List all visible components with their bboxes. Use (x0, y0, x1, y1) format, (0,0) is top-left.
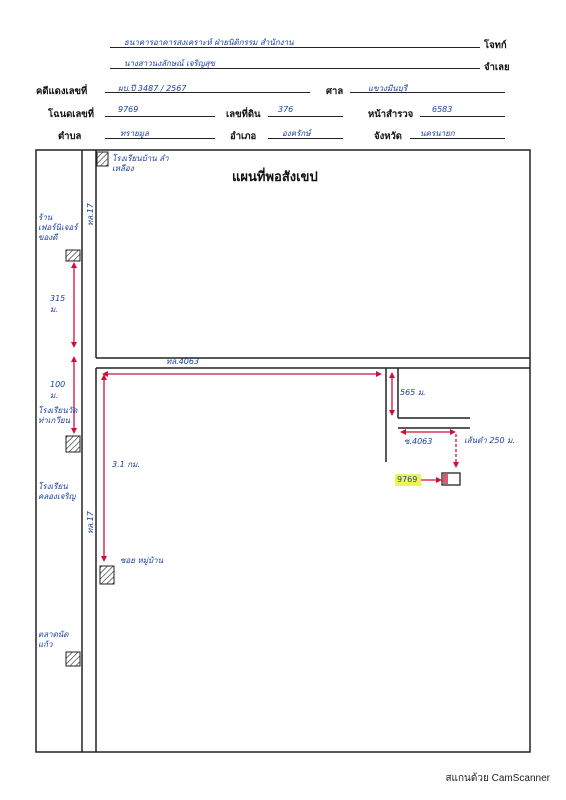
defendant-line (110, 68, 480, 69)
landno-label: เลขที่ดิน (226, 109, 261, 120)
province-label: จังหวัด (374, 131, 402, 142)
court-line (350, 92, 505, 93)
survey-value: 6583 (432, 105, 453, 114)
school2-label: โรงเรียนคลองเจริญ (38, 482, 76, 501)
landmark-school (96, 151, 109, 167)
landmark-shop (65, 249, 81, 262)
plaintiff-line (110, 47, 480, 48)
survey-label: หน้าสำรวจ (368, 109, 414, 120)
scanner-watermark: สแกนด้วย CamScanner (445, 773, 550, 784)
km-label: 3.1 กม. (112, 460, 140, 469)
market-label: ตลาดนัด แก้ว (38, 630, 69, 649)
landno-value: 376 (278, 105, 294, 114)
case-label: คดีแดงเลขที่ (36, 86, 88, 97)
case-value: ผบ.ปี 3487 / 2567 (118, 84, 187, 93)
court-label: ศาล (326, 86, 344, 97)
shop-label: ร้านเฟอร์นิเจอร์ ของดี (38, 213, 78, 242)
school-label: โรงเรียนบ้าน ลำเหลือง (112, 154, 169, 173)
distance-565-label: 565 ม. (400, 388, 426, 397)
defendant-value: นางสาวนงลักษณ์ เจริญสุข (124, 59, 215, 68)
survey-line (420, 116, 505, 117)
province-line (410, 138, 505, 139)
district-value: องครักษ์ (282, 129, 311, 138)
plot-label: 9769 (397, 475, 418, 484)
landno-line (268, 116, 343, 117)
landmark-village (99, 565, 115, 585)
deed-label: โฉนดเลขที่ (48, 109, 95, 120)
road-top-label: ทล.4063 (166, 357, 200, 366)
plaintiff-label: โจทก์ (484, 40, 507, 51)
district-line (268, 138, 343, 139)
map-title: แผนที่พอสังเขป (232, 169, 318, 184)
road-left-bottom-label: ทล.17 (86, 511, 95, 534)
court-value: แขวงมีนบุรี (368, 84, 408, 93)
defendant-label: จำเลย (484, 62, 510, 73)
landmark-temple (65, 435, 81, 453)
plot-box-mark (443, 474, 448, 484)
road-left-top-label: ทล.17 (86, 203, 95, 226)
distance-250-label: เส้นดำ 250 ม. (464, 436, 515, 445)
plaintiff-value: ธนาคารอาคารสงเคราะห์ ฝ่ายนิติกรรม สำนักง… (124, 38, 294, 47)
subdistrict-value: ทรายมูล (120, 129, 149, 138)
landmark-market (65, 651, 81, 667)
village-label: ซอย หมู่บ้าน (120, 556, 164, 565)
distance-315-label: 315 ม. (50, 294, 66, 314)
subdistrict-line (105, 138, 215, 139)
plot-highlight (395, 474, 421, 486)
distance-100-label: 100 ม. (50, 380, 66, 400)
case-line (105, 92, 310, 93)
deed-value: 9769 (118, 105, 139, 114)
map-frame (35, 149, 531, 753)
province-value: นครนายก (420, 129, 455, 138)
road-right-label: ซ.4063 (404, 437, 433, 446)
subdistrict-label: ตำบล (58, 131, 82, 142)
deed-line (105, 116, 215, 117)
temple-label: โรงเรียนวัดท่าเกวียน (38, 406, 78, 425)
district-label: อำเภอ (230, 131, 257, 142)
